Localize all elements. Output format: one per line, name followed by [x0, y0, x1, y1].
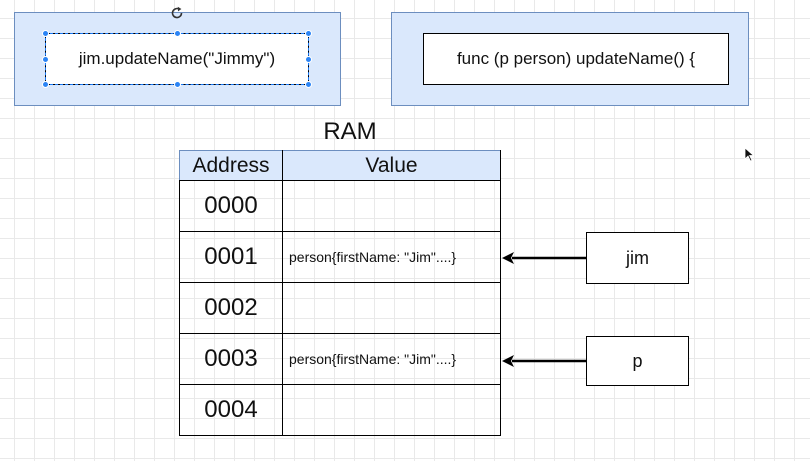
address-cell[interactable]: 0004: [179, 384, 283, 436]
variable-label-jim: jim: [626, 247, 649, 268]
mouse-cursor-icon: [744, 147, 755, 162]
address-cell[interactable]: 0003: [179, 333, 283, 385]
address-cell[interactable]: 0001: [179, 231, 283, 283]
resize-handle-n[interactable]: [174, 30, 181, 37]
resize-handle-se[interactable]: [305, 81, 312, 88]
rotate-icon[interactable]: [170, 6, 184, 20]
value-cell[interactable]: person{firstName: "Jim"....}: [282, 231, 501, 283]
value-cell[interactable]: [282, 282, 501, 334]
value-cell[interactable]: [282, 180, 501, 232]
arrow-jim-to-0001[interactable]: [502, 252, 586, 264]
resize-handle-e[interactable]: [305, 56, 312, 63]
update-call-text: jim.updateName("Jimmy"): [78, 49, 276, 68]
table-row: 0000: [179, 180, 501, 232]
address-cell[interactable]: 0002: [179, 282, 283, 334]
resize-handle-ne[interactable]: [305, 30, 312, 37]
func-signature-text: func (p person) updateName() {: [456, 49, 696, 68]
ram-header-row: Address Value: [179, 150, 501, 181]
ram-table: Address Value 0000 0001 person{firstName…: [179, 150, 501, 436]
variable-box-jim[interactable]: jim: [586, 232, 689, 284]
resize-handle-w[interactable]: [42, 56, 49, 63]
ram-title: RAM: [323, 118, 377, 145]
code-box-func-signature[interactable]: func (p person) updateName() {: [423, 33, 729, 85]
value-cell[interactable]: [282, 384, 501, 436]
table-row: 0002: [179, 282, 501, 334]
selection-outline: [42, 30, 312, 88]
value-column-header: Value: [282, 150, 501, 181]
table-row: 0001 person{firstName: "Jim"....}: [179, 231, 501, 283]
resize-handle-nw[interactable]: [42, 30, 49, 37]
address-column-header: Address: [179, 150, 283, 181]
variable-box-p[interactable]: p: [586, 336, 689, 386]
table-row: 0004: [179, 384, 501, 436]
table-row: 0003 person{firstName: "Jim"....}: [179, 333, 501, 385]
value-cell[interactable]: person{firstName: "Jim"....}: [282, 333, 501, 385]
resize-handle-s[interactable]: [174, 81, 181, 88]
variable-label-p: p: [632, 350, 643, 371]
address-cell[interactable]: 0000: [179, 180, 283, 232]
code-box-update-call[interactable]: jim.updateName("Jimmy"): [45, 33, 309, 85]
arrow-p-to-0003[interactable]: [502, 355, 586, 367]
resize-handle-sw[interactable]: [42, 81, 49, 88]
